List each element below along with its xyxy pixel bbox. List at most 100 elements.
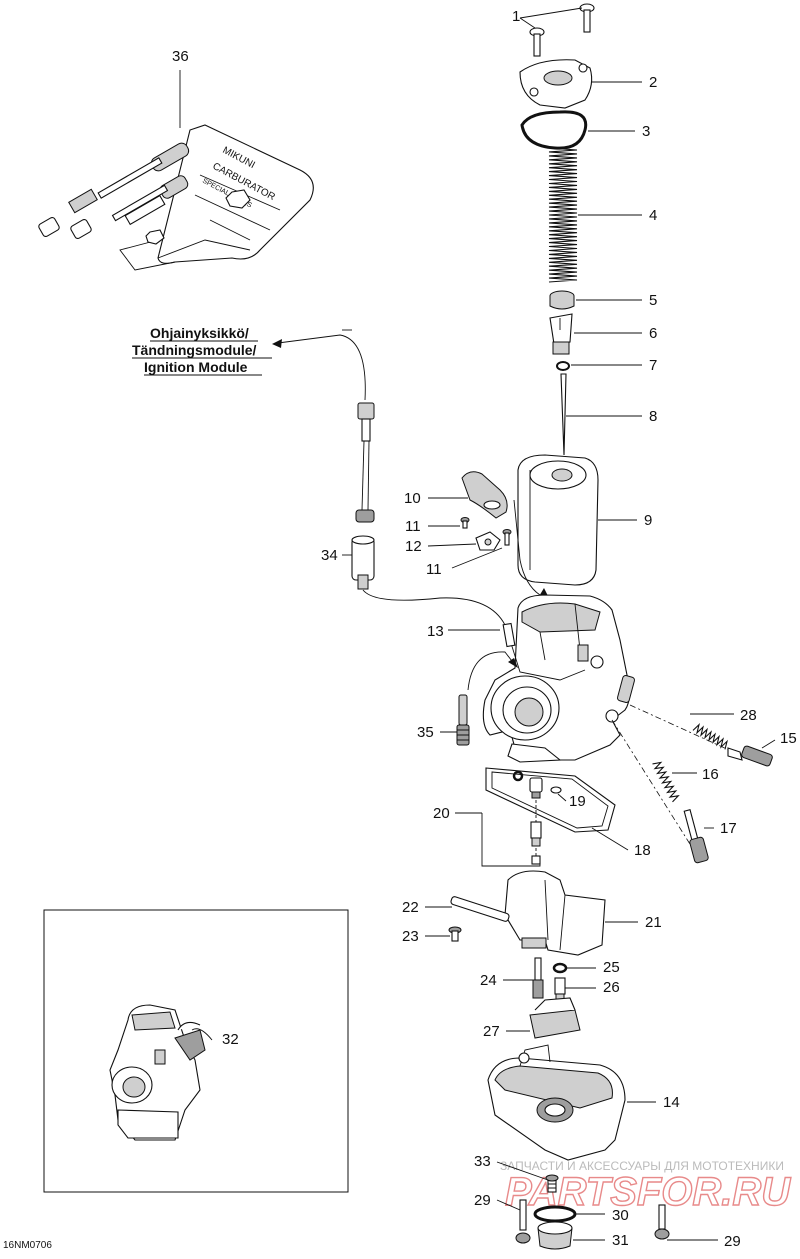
part-29-screw-right bbox=[654, 1204, 670, 1240]
callout-34: 34 bbox=[321, 547, 338, 564]
callout-10: 10 bbox=[404, 490, 421, 507]
callout-22: 22 bbox=[402, 899, 419, 916]
leader-11b bbox=[451, 547, 503, 569]
inset-carburetor bbox=[109, 1004, 206, 1141]
ignition-note-line-3: Ignition Module bbox=[144, 359, 248, 375]
callout-17: 17 bbox=[720, 820, 737, 837]
callout-35: 35 bbox=[417, 724, 434, 741]
part-2-top-cover bbox=[519, 59, 593, 109]
part-26-pilot-jet bbox=[554, 977, 566, 1001]
callout-30: 30 bbox=[612, 1207, 629, 1224]
inset-frame bbox=[43, 909, 349, 1193]
part-5-spring-seat bbox=[549, 290, 575, 310]
callout-8: 8 bbox=[649, 408, 657, 425]
callout-24: 24 bbox=[480, 972, 497, 989]
part-33-drain-screw bbox=[545, 1174, 559, 1193]
part-34-throttle-sensor bbox=[351, 402, 506, 626]
callout-20: 20 bbox=[433, 805, 450, 822]
ignition-module-note: Ohjainyksikkö/ Tändningsmodule/ Ignition… bbox=[132, 325, 272, 376]
part-36-special-tools-kit: MIKUNI CARBURATOR SPECIAL TOOLS bbox=[38, 124, 314, 271]
callout-31: 31 bbox=[612, 1232, 629, 1249]
part-7-e-clip bbox=[556, 361, 570, 371]
callout-15: 15 bbox=[780, 730, 797, 747]
callout-16: 16 bbox=[702, 766, 719, 783]
leader-18 bbox=[591, 827, 629, 851]
leader-ignition bbox=[277, 334, 366, 401]
callout-36: 36 bbox=[172, 48, 189, 65]
callout-18: 18 bbox=[634, 842, 651, 859]
part-12-plate bbox=[475, 531, 501, 551]
part-28-spring bbox=[692, 723, 728, 750]
callout-3: 3 bbox=[642, 123, 650, 140]
leader-33 bbox=[496, 1161, 549, 1181]
part-22-float-pin bbox=[450, 896, 510, 922]
leader-32 bbox=[191, 1028, 213, 1041]
callout-32: 32 bbox=[222, 1031, 239, 1048]
part-8-jet-needle bbox=[560, 373, 567, 456]
callout-13: 13 bbox=[427, 623, 444, 640]
leader-1 bbox=[519, 7, 583, 29]
callout-21: 21 bbox=[645, 914, 662, 931]
callout-2: 2 bbox=[649, 74, 657, 91]
callout-19: 19 bbox=[569, 793, 586, 810]
part-27-baffle bbox=[529, 997, 581, 1039]
figure-code: 16NM0706 bbox=[3, 1240, 52, 1251]
leader-12 bbox=[427, 543, 477, 547]
part-11-screw-lower bbox=[502, 529, 512, 546]
part-10-lever bbox=[461, 471, 508, 519]
bracket-20 bbox=[481, 813, 541, 867]
callout-11: 11 bbox=[426, 561, 442, 578]
callout-14: 14 bbox=[663, 1094, 680, 1111]
callout-7: 7 bbox=[649, 357, 657, 374]
part-19-o-ring-small bbox=[512, 770, 524, 782]
callout-12: 12 bbox=[405, 538, 422, 555]
callout-33: 33 bbox=[474, 1153, 491, 1170]
callout-labels: 1234567891011121113343528151617192018222… bbox=[172, 8, 797, 1250]
part-4-spring bbox=[548, 147, 578, 283]
part-21-float bbox=[504, 870, 606, 956]
part-16-spring bbox=[652, 761, 680, 803]
axis-15 bbox=[629, 704, 741, 756]
part-19-washer bbox=[550, 786, 562, 794]
part-15-idle-screw bbox=[727, 745, 773, 767]
ignition-note-line-2: Tändningsmodule/ bbox=[132, 342, 257, 358]
part-6-needle-holder bbox=[549, 313, 573, 355]
part-1-screws bbox=[529, 3, 595, 57]
arrow-35 bbox=[467, 651, 516, 691]
leader-29-left bbox=[496, 1199, 521, 1211]
callout-28: 28 bbox=[740, 707, 757, 724]
needle-jet-assembly bbox=[529, 777, 543, 865]
part-24-main-jet bbox=[532, 957, 544, 999]
leader-15 bbox=[761, 739, 776, 749]
part-3-o-ring bbox=[520, 110, 588, 150]
watermark-top-text: ЗАПЧАСТИ И АКСЕССУАРЫ ДЛЯ МОТОТЕХНИКИ bbox=[500, 1159, 784, 1173]
callout-29: 29 bbox=[724, 1233, 741, 1250]
part-18-float-gasket bbox=[485, 767, 616, 833]
callout-4: 4 bbox=[649, 207, 657, 224]
callout-25: 25 bbox=[603, 959, 620, 976]
part-30-o-ring bbox=[533, 1205, 577, 1223]
callout-1: 1 bbox=[512, 8, 520, 25]
callout-9: 9 bbox=[644, 512, 652, 529]
ignition-note-line-1: Ohjainyksikkö/ bbox=[150, 325, 249, 341]
callout-23: 23 bbox=[402, 928, 419, 945]
callout-27: 27 bbox=[483, 1023, 500, 1040]
watermark: ЗАПЧАСТИ И АКСЕССУАРЫ ДЛЯ МОТОТЕХНИКИ PA… bbox=[500, 1159, 792, 1215]
part-9-throttle-slide bbox=[517, 454, 599, 586]
axis-17 bbox=[611, 719, 701, 861]
callout-5: 5 bbox=[649, 292, 657, 309]
part-17-air-screw bbox=[683, 809, 709, 864]
part-11-screw-upper bbox=[460, 517, 470, 529]
part-31-drain-plug bbox=[537, 1221, 573, 1250]
leader-19 bbox=[557, 793, 567, 802]
part-14-float-bowl bbox=[487, 1044, 626, 1161]
callout-11: 11 bbox=[405, 518, 421, 535]
callout-26: 26 bbox=[603, 979, 620, 996]
carburetor-body bbox=[482, 594, 635, 763]
callout-29: 29 bbox=[474, 1192, 491, 1209]
part-35-bolt bbox=[456, 694, 470, 746]
part-29-screw-left bbox=[515, 1199, 531, 1244]
arrow-to-body bbox=[513, 499, 541, 596]
